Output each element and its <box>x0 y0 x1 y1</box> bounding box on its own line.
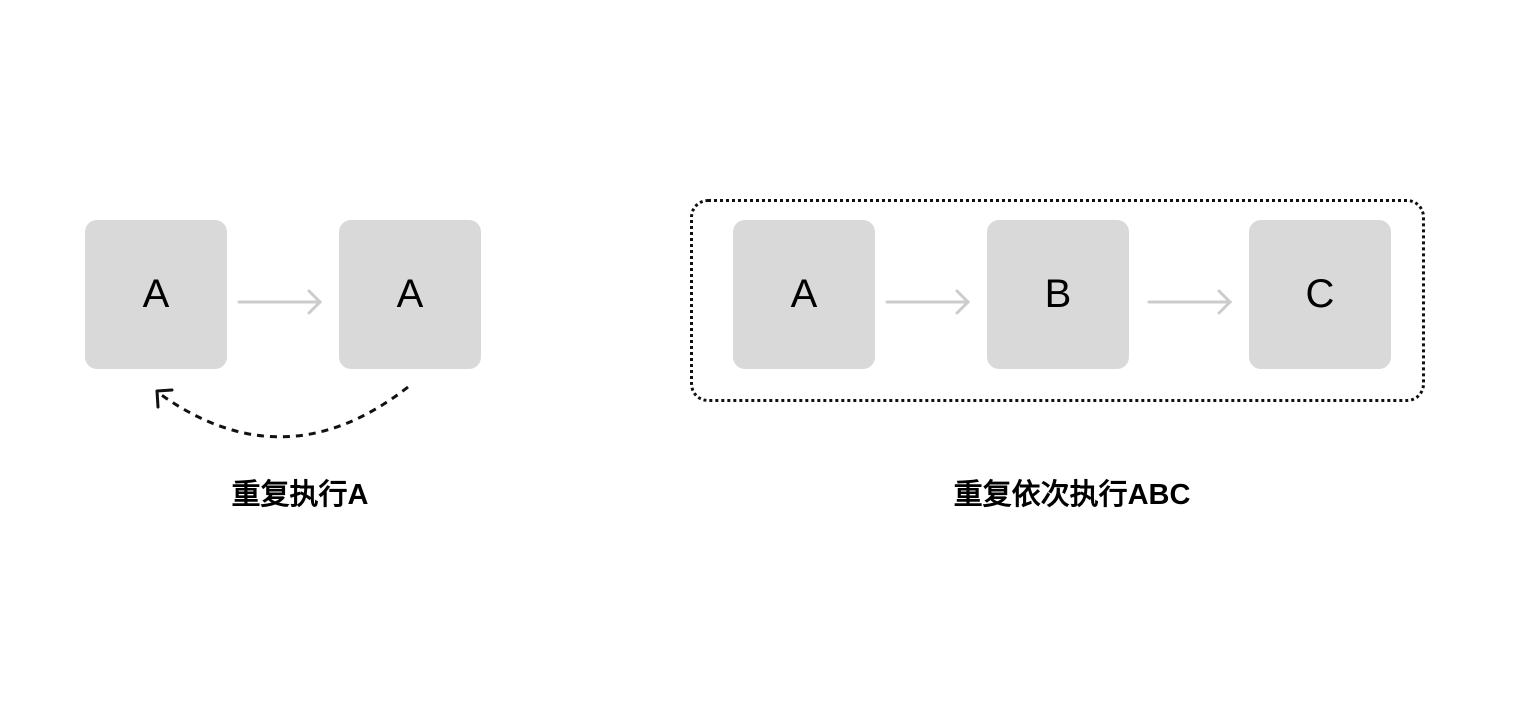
node-label: A <box>790 272 818 316</box>
loop-back-arrow <box>155 385 409 439</box>
node-label: C <box>1305 272 1335 316</box>
left-caption: 重复执行A <box>231 479 369 511</box>
repeat-group-frame <box>690 199 1425 402</box>
flow-arrow-left <box>237 289 323 315</box>
right-node-a: A <box>733 220 875 369</box>
right-node-b: B <box>987 220 1129 369</box>
right-node-c: C <box>1249 220 1391 369</box>
node-label: B <box>1044 272 1072 316</box>
flow-arrow-b-to-c <box>1147 289 1233 315</box>
right-caption: 重复依次执行ABC <box>953 479 1191 511</box>
left-node-a-first: A <box>85 220 227 369</box>
node-label: A <box>142 272 170 316</box>
flow-arrow-a-to-b <box>885 289 971 315</box>
node-label: A <box>396 272 424 316</box>
left-node-a-second: A <box>339 220 481 369</box>
